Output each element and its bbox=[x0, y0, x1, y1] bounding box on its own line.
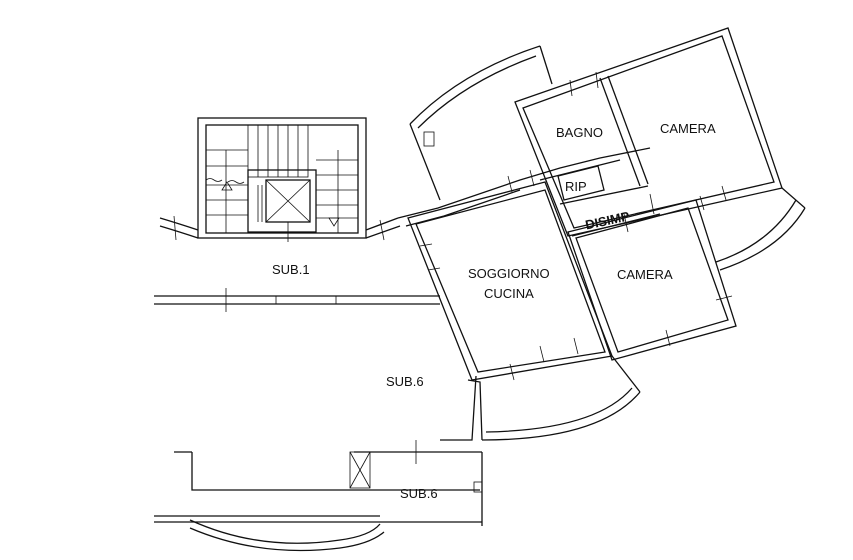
room-label-camera-north: CAMERA bbox=[660, 121, 716, 136]
room-label-soggiorno: SOGGIORNO bbox=[468, 266, 550, 281]
apartment-walls bbox=[397, 27, 783, 441]
room-label-cucina: CUCINA bbox=[484, 286, 534, 301]
room-label-bagno: BAGNO bbox=[556, 125, 603, 140]
elevator-shaft bbox=[247, 169, 317, 242]
unit-labels: SUB.1 SUB.6 SUB.6 bbox=[272, 262, 438, 501]
room-label-disimp: DISIMP bbox=[584, 208, 631, 232]
stair-core bbox=[197, 117, 367, 239]
unit-label-sub1: SUB.1 bbox=[272, 262, 310, 277]
balconies bbox=[189, 45, 806, 552]
sub6-walls bbox=[154, 288, 483, 526]
room-label-camera-south: CAMERA bbox=[617, 267, 673, 282]
unit-label-sub6-upper: SUB.6 bbox=[386, 374, 424, 389]
room-label-rip: RIP bbox=[565, 179, 587, 194]
landing-walls bbox=[159, 215, 401, 241]
wall-ticks bbox=[419, 71, 733, 381]
unit-label-sub6-lower: SUB.6 bbox=[400, 486, 438, 501]
stair-arrows bbox=[205, 178, 340, 227]
room-labels: BAGNO CAMERA RIP DISIMP SOGGIORNO CUCINA… bbox=[468, 121, 716, 301]
